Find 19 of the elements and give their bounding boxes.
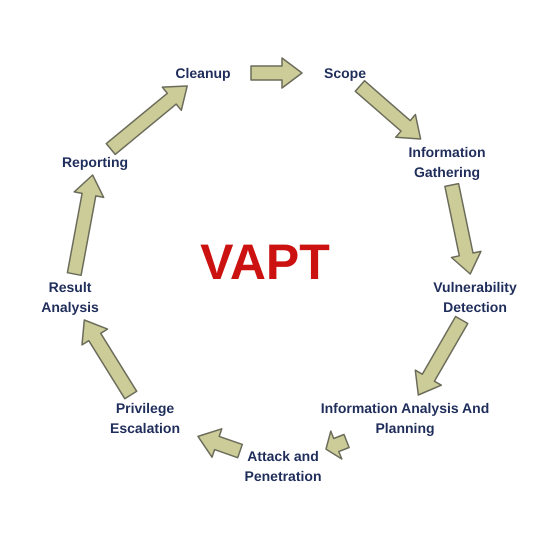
block-arrow: [81, 319, 138, 400]
block-arrow: [325, 430, 350, 460]
step-label: Scope: [324, 64, 366, 83]
block-arrow: [197, 428, 244, 458]
block-arrow: [444, 182, 482, 275]
step-label: Privilege Escalation: [108, 399, 182, 438]
block-arrow: [414, 316, 469, 396]
block-arrow: [66, 174, 104, 276]
step-label: Result Analysis: [40, 278, 100, 317]
step-label: Reporting: [62, 153, 128, 172]
block-arrow: [354, 80, 422, 140]
block-arrow: [106, 85, 188, 156]
step-label: Vulnerability Detection: [432, 278, 518, 317]
block-arrow: [250, 57, 303, 89]
title: VAPT: [200, 237, 330, 287]
step-label: Attack and Penetration: [243, 447, 322, 486]
step-label: Information Gathering: [408, 143, 486, 182]
step-label: Information Analysis And Planning: [320, 399, 490, 438]
step-label: Cleanup: [175, 64, 231, 83]
